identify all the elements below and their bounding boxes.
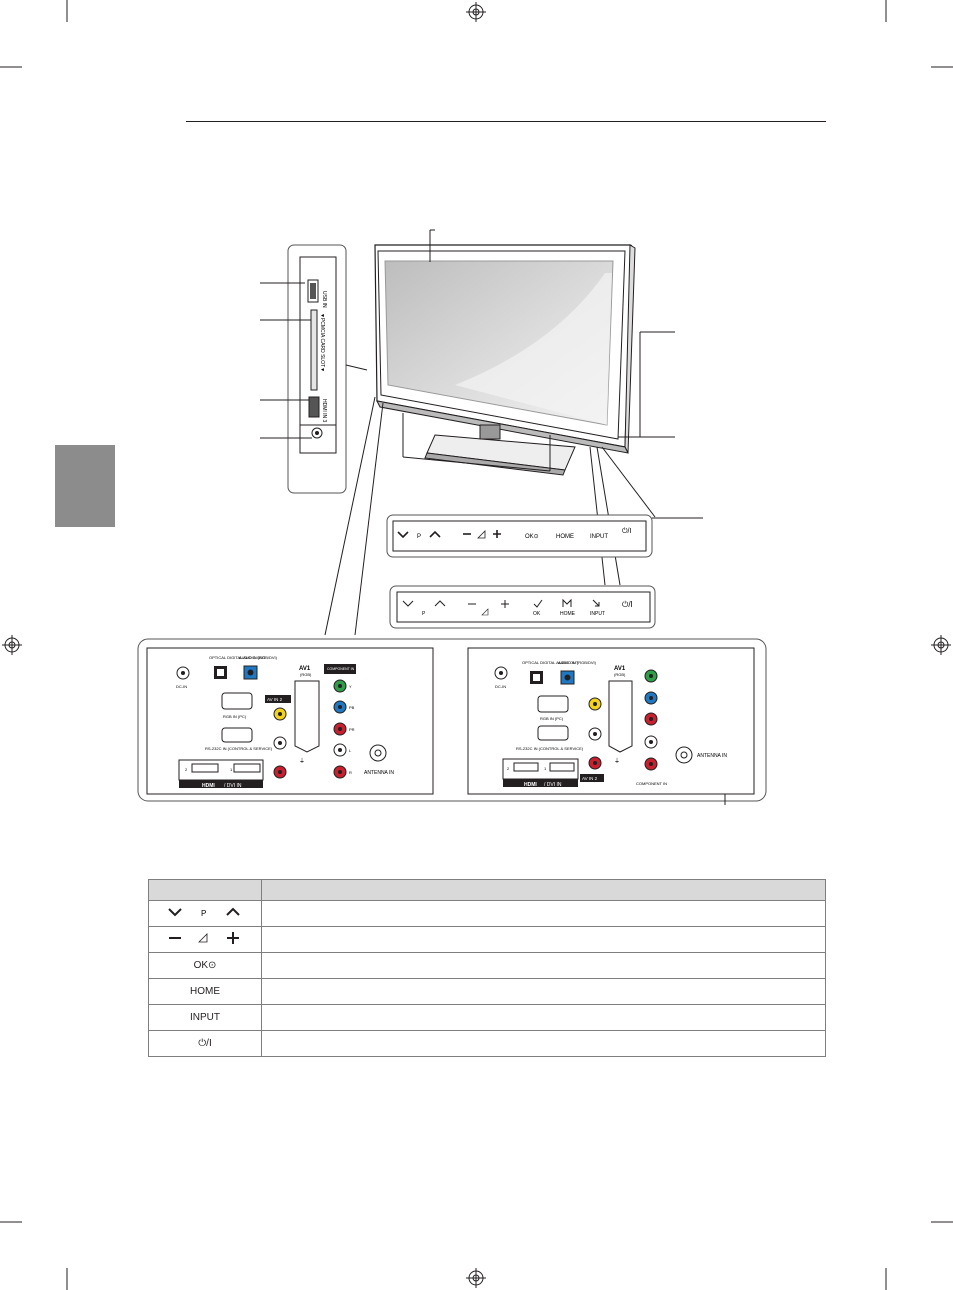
strip-a-home-label: HOME [556,534,574,540]
rl-pb: PB [349,705,355,710]
key-home: HOME [148,978,262,1005]
button-table: P OK⊙ HOME INPUT ⏻/I [148,879,826,1057]
desc-home [261,978,826,1005]
table-header-button [148,879,262,901]
rr-hdmi2: 2 [507,766,510,771]
pcmcia-label: ▼PCMCIA CARD SLOT▼ [319,313,325,372]
table-row: ⏻/I [148,1030,826,1057]
rl-component: COMPONENT IN [327,667,355,671]
desc-channel [261,900,826,927]
rl-dcin: DC-IN [176,684,187,689]
rear-left-connectors: DC-IN OPTICAL DIGITAL AUDIO OUT AUDIO IN… [176,655,394,789]
rl-l: L [349,748,352,753]
registration-mark-right [931,635,951,655]
rr-dcin: DC-IN [495,684,506,689]
rl-pr: PR [349,727,355,732]
rl-antenna: ANTENNA IN [364,770,394,776]
ok-check-icon [533,599,543,608]
channel-up-icon-b [434,600,446,607]
registration-mark-bottom [466,1268,486,1288]
volume-up-icon [493,530,501,538]
rl-r: R [349,770,352,775]
channel-down-icon [397,531,409,539]
hdmi-in3-label: HDMI IN 3 [321,399,327,423]
table-row: P [148,900,826,927]
input-icon [592,599,600,607]
hdmi-port-icon [308,396,320,418]
rr-rgb: (RGB) [614,672,626,677]
key-power: ⏻/I [148,1030,262,1057]
rear-right-connectors: DC-IN OPTICAL DIGITAL AUDIO OUT AUDIO IN… [494,660,727,788]
rl-audioin: AUDIO IN (RGB/DVI) [239,655,278,660]
registration-mark-left [2,635,22,655]
rl-rgbin: RGB IN (PC) [223,714,247,719]
volume-up-icon-b [501,600,509,608]
rr-rgbin: RGB IN (PC) [540,716,564,721]
rr-hdmi-logo: HDMI [524,782,537,788]
rl-optical: OPTICAL DIGITAL AUDIO OUT [209,655,266,660]
volume-icon [477,530,486,539]
key-input: INPUT [148,1004,262,1031]
usb-in-label: USB IN [321,291,327,308]
strip-b-p-label: P [422,611,426,617]
strip-a-input-label: INPUT [590,534,608,540]
rr-audioin: AUDIO IN (RGB/DVI) [558,660,597,665]
desc-ok [261,952,826,979]
home-icon [562,598,572,607]
strip-a-power-label: ⏻/I [622,527,631,535]
header-rule [186,121,826,122]
strip-b-input-label: INPUT [590,611,605,617]
rl-hdmi2: 2 [185,767,188,772]
rl-av1: AV1 [299,666,311,672]
rr-dvi: / DVI IN [544,782,562,788]
strip-a-p-label: P [417,534,421,540]
rr-av1: AV1 [614,666,626,672]
rr-hdmi1: 1 [544,766,547,771]
table-row: HOME [148,978,826,1005]
table-header-description [261,879,826,901]
rl-hdmi1: 1 [230,767,233,772]
registration-mark-top [466,2,486,22]
chapter-tab [55,445,115,527]
channel-up-icon [429,530,441,538]
desc-input [261,1004,826,1031]
rr-rs232: RS-232C IN (CONTROL & SERVICE) [516,746,584,751]
rl-y: Y [349,684,352,689]
channel-keys-icon: P [168,907,240,918]
rl-rgb: (RGB) [300,672,312,677]
rr-avin2: AV IN 2 [582,776,598,781]
svg-text:P: P [201,909,206,918]
rl-hdmi-logo: HDMI [202,783,215,789]
volume-keys-icon [169,932,239,944]
strip-b-home-label: HOME [560,611,576,617]
pcmcia-slot-icon [310,309,318,391]
table-row: OK⊙ [148,952,826,979]
strip-b-power-label: ⏻/I [622,600,633,609]
key-channel: P [148,900,262,927]
channel-down-icon-b [402,600,414,607]
strip-b-ok-label: OK [533,611,541,617]
key-ok: OK⊙ [148,952,262,979]
rr-antenna: ANTENNA IN [697,753,727,759]
table-row: INPUT [148,1004,826,1031]
rr-scart-icon: ⏚ [614,758,620,765]
rl-rs232: RS-232C IN (CONTROL & SERVICE) [205,746,273,751]
rr-optical: OPTICAL DIGITAL AUDIO OUT [522,660,579,665]
volume-icon-b [481,608,489,616]
key-volume [148,926,262,953]
table-row [148,926,826,953]
desc-volume [261,926,826,953]
rr-component: COMPONENT IN [636,781,667,786]
rl-scart-icon: ⏚ [299,758,305,765]
rl-avin2: AV IN 2 [267,697,283,702]
tv-illustration: USB IN ▼PCMCIA CARD SLOT▼ HDMI IN 3 [137,229,767,805]
desc-power [261,1030,826,1057]
strip-a-ok-label: OK⊙ [525,534,539,540]
rl-dvi: / DVI IN [224,783,242,789]
